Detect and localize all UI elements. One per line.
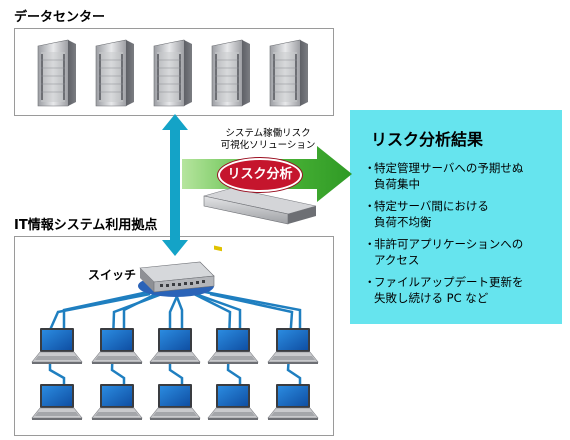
result-item-line: 特定サーバ間における: [374, 199, 489, 213]
laptop-icon: [267, 383, 319, 421]
laptop-icon: [207, 327, 259, 365]
result-item: ・ファイルアップデート更新を 失敗し続ける PC など: [364, 274, 560, 306]
laptop-icon: [149, 327, 201, 365]
appliance-icon: [203, 187, 317, 252]
result-item-line: ファイルアップデート更新を: [374, 275, 524, 289]
network-switch-icon: [138, 261, 215, 297]
server-rack-icon: [37, 39, 77, 107]
laptop-icon: [91, 383, 143, 421]
solution-caption: システム稼働リスク 可視化ソリューション: [208, 128, 328, 152]
result-item-line: 負荷集中: [374, 177, 420, 191]
solution-line: システム稼働リスク: [225, 128, 311, 139]
laptop-icon: [31, 383, 83, 421]
vertical-double-arrow-icon: [162, 114, 188, 256]
risk-analysis-badge: リスク分析: [218, 158, 302, 192]
laptop-icon: [91, 327, 143, 365]
datacenter-title: データセンター: [14, 10, 106, 25]
laptop-icon: [267, 327, 319, 365]
server-rack-icon: [211, 39, 251, 107]
result-item: ・特定管理サーバへの予期せぬ 負荷集中: [364, 160, 560, 192]
laptop-icon: [31, 327, 83, 365]
result-item-line: 失敗し続ける PC など: [374, 291, 489, 305]
result-item-line: アクセス: [374, 253, 420, 267]
risk-result-panel: リスク分析結果 ・特定管理サーバへの予期せぬ 負荷集中 ・特定サーバ間における …: [350, 110, 562, 324]
solution-line: 可視化ソリューション: [220, 140, 316, 151]
result-title: リスク分析結果: [371, 130, 484, 149]
network-cables: [48, 290, 302, 388]
laptop-icon: [207, 383, 259, 421]
server-rack-icon: [269, 39, 309, 107]
result-item: ・特定サーバ間における 負荷不均衡: [364, 198, 560, 230]
result-item-line: 負荷不均衡: [374, 215, 432, 229]
site-title: IT情報システム利用拠点: [14, 218, 158, 233]
result-list: ・特定管理サーバへの予期せぬ 負荷集中 ・特定サーバ間における 負荷不均衡 ・非…: [364, 160, 560, 306]
server-rack-icon: [153, 39, 193, 107]
server-rack-icon: [95, 39, 135, 107]
result-item-line: 非許可アプリケーションへの: [374, 237, 524, 251]
switch-label: スイッチ: [88, 268, 137, 282]
result-item: ・非許可アプリケーションへの アクセス: [364, 236, 560, 268]
result-item-line: 特定管理サーバへの予期せぬ: [374, 161, 524, 175]
laptop-icon: [149, 383, 201, 421]
